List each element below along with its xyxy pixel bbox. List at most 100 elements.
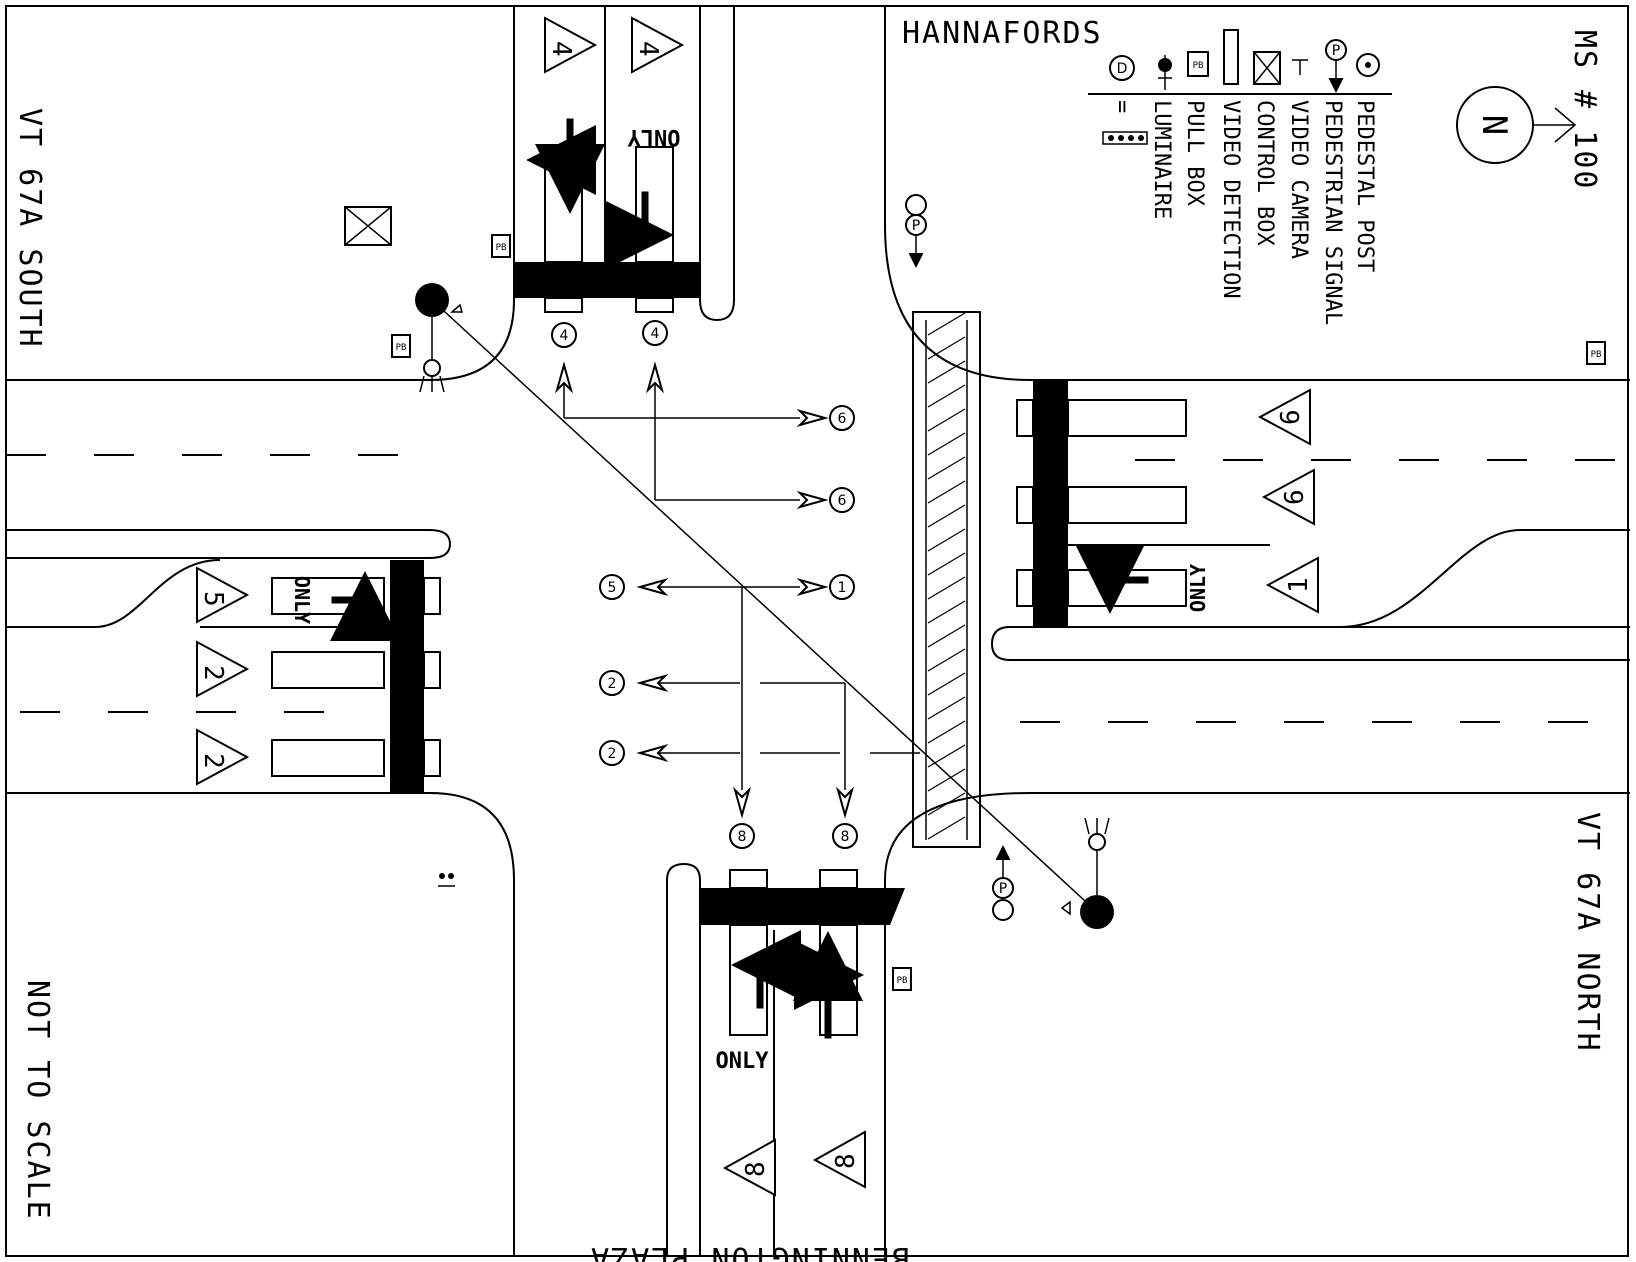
stop-bar-east — [1033, 380, 1068, 627]
title-label: MS # 100 — [1567, 30, 1602, 191]
phase-triangle: 2 — [196, 640, 250, 698]
control-box-icon — [1253, 51, 1281, 85]
control-box — [344, 206, 392, 246]
hatch-line — [927, 360, 966, 384]
head-label: 4 — [642, 320, 668, 346]
phase-triangle: 2 — [196, 728, 250, 786]
pull-box: PB — [491, 234, 511, 258]
head-label: 2 — [599, 740, 625, 766]
north-letter: N — [1474, 115, 1514, 135]
pedestal-post-icon — [1356, 53, 1380, 77]
svg-text:6: 6 — [838, 493, 847, 509]
svg-text:D: D — [1117, 61, 1128, 77]
pull-box: PB — [1586, 341, 1606, 365]
north-arrow: N — [1456, 86, 1577, 164]
signal-pole-nw — [415, 283, 463, 393]
hatch-line — [927, 720, 966, 744]
hatch-line — [927, 576, 966, 600]
head-label: 4 — [551, 322, 577, 348]
hatch-line — [927, 744, 966, 768]
signal-head-labels: 4 4 6 6 1 5 2 2 8 8 — [551, 320, 858, 849]
svg-text:PB: PB — [496, 243, 507, 253]
hatch-line — [927, 672, 966, 696]
lane-markings — [6, 6, 1630, 1256]
head-label: 6 — [829, 487, 855, 513]
hatch-line — [927, 696, 966, 720]
pedestal-post-ne: P — [905, 194, 927, 268]
hatch-line — [927, 384, 966, 408]
pull-box: PB — [391, 334, 411, 358]
legend-label: PULL BOX — [1182, 100, 1207, 207]
hatch-line — [927, 552, 966, 576]
svg-text:PB: PB — [396, 343, 407, 353]
phase-triangle: 5 — [196, 566, 250, 624]
luminaire-mark — [438, 873, 455, 887]
hatch-line — [927, 456, 966, 480]
video-detection-icon — [1223, 29, 1239, 85]
head-label: 2 — [599, 670, 625, 696]
svg-text:4: 4 — [651, 326, 660, 342]
legend-label: LUMINAIRE — [1149, 100, 1174, 219]
stop-bar-west — [390, 560, 424, 793]
hatch-line — [927, 792, 966, 816]
svg-text:6: 6 — [1280, 489, 1310, 505]
only-west: ONLY — [290, 576, 314, 624]
signal-pole-se — [1060, 817, 1114, 929]
legend-label: VIDEO DETECTION — [1218, 100, 1243, 299]
svg-text:P: P — [912, 218, 920, 234]
legend-label: VIDEO CAMERA — [1286, 100, 1311, 259]
svg-text:P: P — [1332, 43, 1340, 59]
svg-text:2: 2 — [608, 746, 617, 762]
svg-text:6: 6 — [838, 411, 847, 427]
vt67a-north-label: VT 67A NORTH — [1570, 812, 1605, 1053]
pull-box-icon: PB — [1187, 51, 1209, 77]
only-markings: ONLY ONLY ONLY ONLY — [290, 124, 1210, 1074]
hatch-line — [927, 408, 966, 432]
svg-text:5: 5 — [608, 580, 617, 596]
legend-equals: = — [1109, 100, 1134, 113]
head-label: 8 — [729, 823, 755, 849]
video-camera-icon — [1292, 59, 1308, 75]
phase-triangle: 8 — [722, 1138, 776, 1197]
head-label: 6 — [829, 405, 855, 431]
phase-triangle: 6 — [1261, 468, 1315, 526]
svg-text:8: 8 — [738, 829, 747, 845]
svg-text:PB: PB — [1193, 61, 1204, 71]
hatch-line — [927, 336, 966, 360]
crosswalk — [912, 311, 981, 848]
phase-triangle: 6 — [1257, 388, 1311, 446]
head-label: 8 — [832, 823, 858, 849]
svg-text:PB: PB — [1591, 350, 1602, 360]
pedestrian-signal-icon: P — [1325, 39, 1347, 93]
detector-icon: D — [1109, 55, 1135, 81]
legend: P PB D PEDESTAL POST PEDESTRIAN SIGNAL V… — [1088, 29, 1392, 325]
svg-text:2: 2 — [608, 676, 617, 692]
phase-triangle: 4 — [631, 16, 685, 74]
svg-text:P: P — [999, 881, 1007, 897]
luminaire-string-icon — [1102, 131, 1148, 145]
svg-text:2: 2 — [198, 665, 228, 681]
signal-heads — [555, 361, 854, 819]
svg-text:PB: PB — [897, 976, 908, 986]
only-south: ONLY — [716, 1049, 770, 1074]
not-to-scale-label: NOT TO SCALE — [20, 980, 55, 1221]
hatch-line — [927, 528, 966, 552]
svg-text:8: 8 — [831, 1153, 861, 1169]
stop-bar-south — [700, 888, 905, 925]
legend-label: PEDESTRIAN SIGNAL — [1320, 100, 1345, 325]
hatch-line — [927, 768, 966, 792]
svg-text:4: 4 — [633, 41, 663, 57]
hannafords-label: HANNAFORDS — [902, 16, 1103, 51]
phase-triangles: 4 4 5 2 2 6 6 1 — [196, 16, 1319, 1197]
svg-text:8: 8 — [841, 829, 850, 845]
only-north: ONLY — [627, 124, 681, 149]
svg-text:4: 4 — [560, 328, 569, 344]
luminaire-icon — [1158, 55, 1172, 90]
head-label: 1 — [829, 574, 855, 600]
road-edges — [6, 6, 1630, 1256]
pull-box: PB — [892, 967, 912, 991]
phase-triangle: 8 — [812, 1130, 866, 1189]
svg-text:1: 1 — [838, 580, 847, 596]
signal-wiring — [431, 299, 1098, 913]
